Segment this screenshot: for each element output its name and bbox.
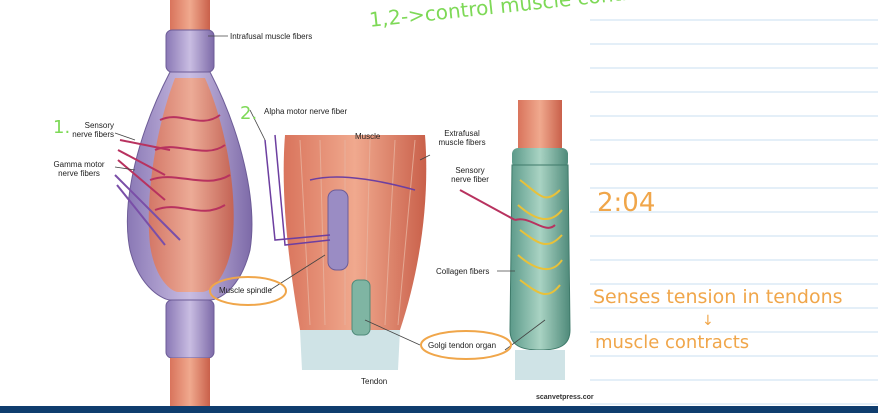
note-time: 2:04 <box>597 188 656 218</box>
label-golgi: Golgi tendon organ <box>428 341 497 350</box>
anatomy-figure <box>114 0 571 406</box>
label-gamma-motor: Gamma motor nerve fibers <box>53 160 105 178</box>
muscle-golgi-illustration <box>264 134 427 370</box>
note-marker-1: 1. <box>53 117 71 138</box>
label-muscle: Muscle <box>355 132 381 141</box>
label-muscle-spindle: Muscle spindle <box>219 286 272 295</box>
note-marker-2: 2. <box>240 103 258 124</box>
label-collagen: Collagen fibers <box>436 267 490 276</box>
muscle-spindle-illustration <box>114 0 253 406</box>
image-credit: scanvetpress.cor <box>536 394 594 401</box>
bottom-toolbar <box>0 406 878 413</box>
label-tendon: Tendon <box>361 377 388 386</box>
note-line-1: Senses tension in tendons <box>593 286 843 308</box>
label-alpha-motor: Alpha motor nerve fiber <box>264 107 348 116</box>
golgi-detail-illustration <box>459 100 571 380</box>
label-intrafusal: Intrafusal muscle fibers <box>230 32 313 41</box>
note-line-2: muscle contracts <box>595 332 750 353</box>
arrow-down-icon: ↓ <box>702 313 714 329</box>
label-extrafusal: Extrafusal muscle fibers <box>438 129 486 147</box>
label-sensory-fiber: Sensory nerve fiber <box>451 166 489 184</box>
label-sensory-fibers: Sensory nerve fibers <box>72 121 114 139</box>
